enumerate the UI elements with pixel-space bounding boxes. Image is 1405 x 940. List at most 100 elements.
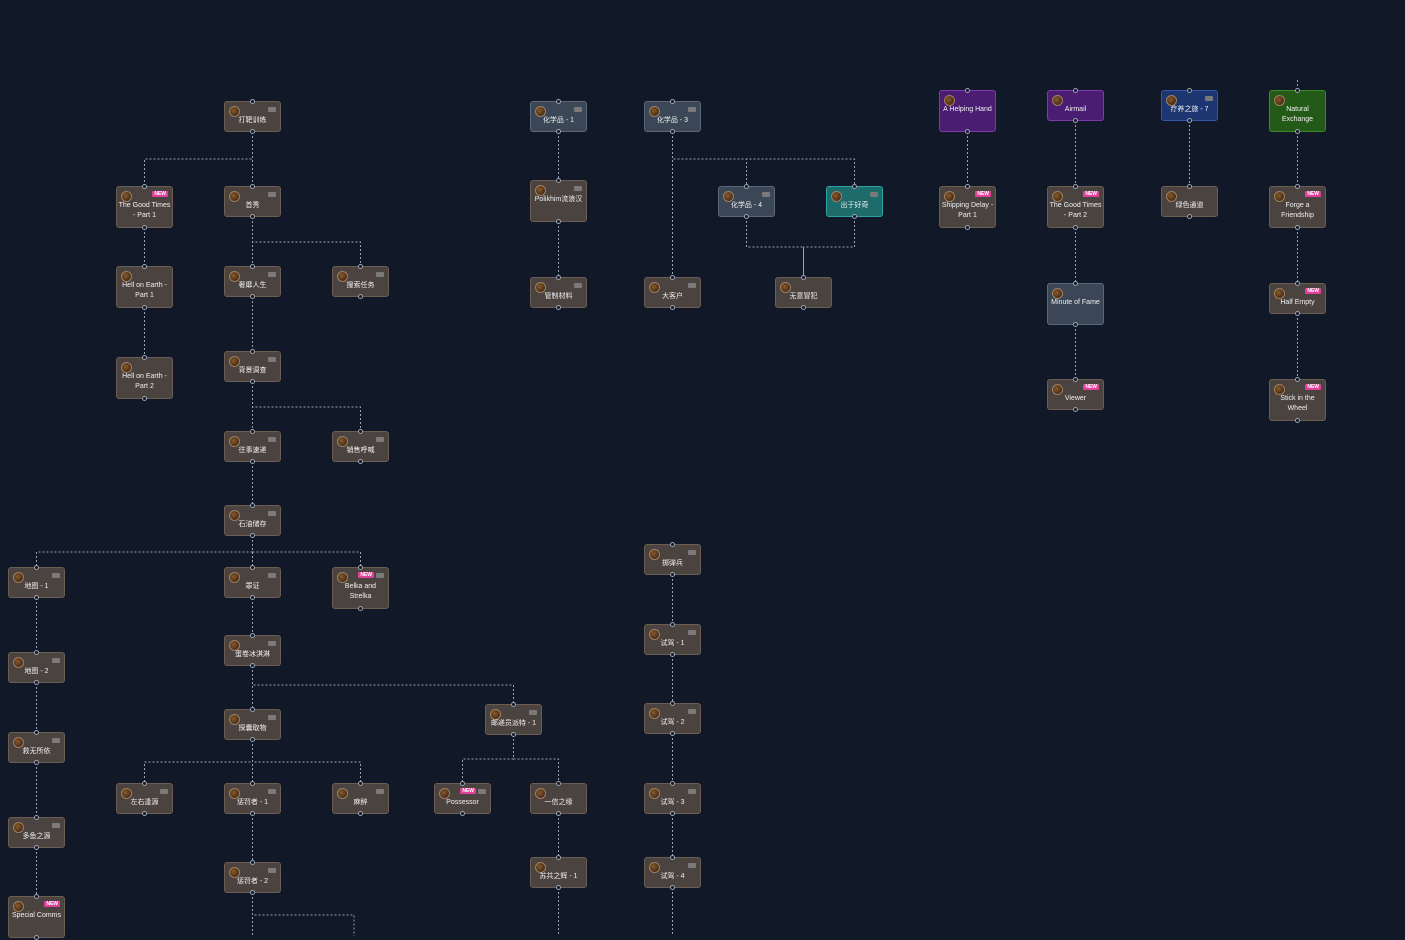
connector-dot	[801, 275, 806, 280]
connector-dot	[250, 214, 255, 219]
quest-node[interactable]: 试驾 - 2	[644, 701, 701, 736]
quest-node[interactable]: 打靶训练	[224, 99, 281, 134]
quest-node[interactable]: 掷弹兵	[644, 542, 701, 577]
quest-giver-avatar-icon	[649, 788, 660, 799]
connector-dot	[358, 781, 363, 786]
quest-node[interactable]: 地图 - 1	[8, 565, 65, 600]
quest-node[interactable]: 石油储存	[224, 503, 281, 538]
quest-giver-avatar-icon	[121, 788, 132, 799]
quest-label: 罪证	[245, 583, 260, 590]
quest-node[interactable]: Polikhim流浪汉	[530, 178, 587, 224]
connector-dot	[250, 184, 255, 189]
quest-node[interactable]: 搜索任务	[332, 264, 389, 299]
new-badge: NEW	[460, 788, 476, 794]
connector-dot	[1295, 129, 1300, 134]
quest-node[interactable]: 大客户	[644, 275, 701, 310]
quest-giver-avatar-icon	[229, 191, 240, 202]
quest-node[interactable]: 蛋卷冰淇淋	[224, 633, 281, 668]
quest-node[interactable]: Hell on Earth - Part 1	[116, 264, 173, 310]
quest-node[interactable]: 出于好奇	[826, 184, 883, 219]
quest-node[interactable]: 一信之缘	[530, 781, 587, 816]
connector-dot	[852, 184, 857, 189]
quest-node[interactable]: 首秀	[224, 184, 281, 219]
quest-node[interactable]: 地图 - 2	[8, 650, 65, 685]
connector-dot	[670, 781, 675, 786]
quest-node[interactable]: 化学品 - 1	[530, 99, 587, 134]
quest-node[interactable]: NEW Possessor	[434, 781, 491, 816]
quest-label: 大客户	[662, 293, 683, 300]
quest-node[interactable]: 麻醉	[332, 781, 389, 816]
quest-node[interactable]: 探囊取物	[224, 707, 281, 742]
quest-node[interactable]: 救无所依	[8, 730, 65, 765]
edge-line	[252, 382, 361, 431]
quest-node[interactable]: 管制材料	[530, 275, 587, 310]
connector-dot	[965, 184, 970, 189]
quest-giver-avatar-icon	[337, 271, 348, 282]
quest-giver-avatar-icon	[1166, 95, 1177, 106]
quest-node[interactable]: 邮递员派特 - 1	[485, 702, 542, 737]
connector-dot	[556, 178, 561, 183]
quest-node[interactable]: 罪证	[224, 565, 281, 600]
connector-dot	[250, 294, 255, 299]
quest-node[interactable]: 绿色通道	[1161, 184, 1218, 219]
quest-node[interactable]: 试驾 - 4	[644, 855, 701, 890]
quest-node[interactable]: Minute of Fame	[1047, 281, 1104, 327]
quest-giver-avatar-icon	[337, 788, 348, 799]
quest-label: 管制材料	[544, 293, 573, 300]
connector-dot	[1295, 377, 1300, 382]
connector-dot	[142, 264, 147, 269]
chat-icon	[762, 192, 770, 197]
chat-icon	[268, 715, 276, 720]
quest-node[interactable]: 背景调查	[224, 349, 281, 384]
quest-label: 苏共之辉 - 1	[539, 873, 578, 880]
quest-label: Possessor	[446, 799, 479, 806]
quest-node[interactable]: 化学品 - 3	[644, 99, 701, 134]
quest-label: The Good Times - Part 2	[1049, 202, 1102, 219]
quest-node[interactable]: 无意冒犯	[775, 275, 832, 310]
quest-giver-avatar-icon	[535, 106, 546, 117]
new-badge: NEW	[1305, 288, 1321, 294]
quest-node[interactable]: Hell on Earth - Part 2	[116, 355, 173, 401]
quest-node[interactable]: 销售呼喊	[332, 429, 389, 464]
chat-icon	[52, 823, 60, 828]
quest-label: The Good Times - Part 1	[118, 202, 171, 219]
quest-label: 疗养之旅 - 7	[1170, 106, 1209, 113]
quest-node[interactable]: 疗养之旅 - 7	[1161, 88, 1218, 123]
chat-icon	[688, 550, 696, 555]
quest-node[interactable]: 左右逢源	[116, 781, 173, 816]
quest-node[interactable]: Airmail	[1047, 88, 1104, 123]
edge-line	[252, 536, 361, 567]
connector-dot	[1073, 281, 1078, 286]
quest-node[interactable]: 往事速递	[224, 429, 281, 464]
quest-node[interactable]: 惩罚者 - 2	[224, 860, 281, 895]
quest-node[interactable]: 奢靡人生	[224, 264, 281, 299]
quest-node[interactable]: 化学品 - 4	[718, 184, 775, 219]
quest-label: Polikhim流浪汉	[534, 196, 583, 203]
quest-node[interactable]: 试驾 - 1	[644, 622, 701, 657]
quest-giver-avatar-icon	[1052, 288, 1063, 299]
connector-dot	[511, 732, 516, 737]
quest-node[interactable]: A Helping Hand	[939, 88, 996, 134]
connector-dot	[511, 702, 516, 707]
quest-label: 惩罚者 - 1	[236, 799, 269, 806]
connector-dot	[250, 429, 255, 434]
quest-node[interactable]: 惩罚者 - 1	[224, 781, 281, 816]
quest-node[interactable]: 试驾 - 3	[644, 781, 701, 816]
quest-label: 绿色通道	[1175, 202, 1204, 209]
edge-line	[252, 740, 361, 783]
connector-dot	[556, 129, 561, 134]
quest-node[interactable]: 苏共之辉 - 1	[530, 855, 587, 890]
connector-dot	[556, 275, 561, 280]
quest-node[interactable]: 多鱼之源	[8, 815, 65, 850]
quest-label: 出于好奇	[840, 202, 869, 209]
quest-node[interactable]: Natural Exchange	[1269, 88, 1326, 134]
